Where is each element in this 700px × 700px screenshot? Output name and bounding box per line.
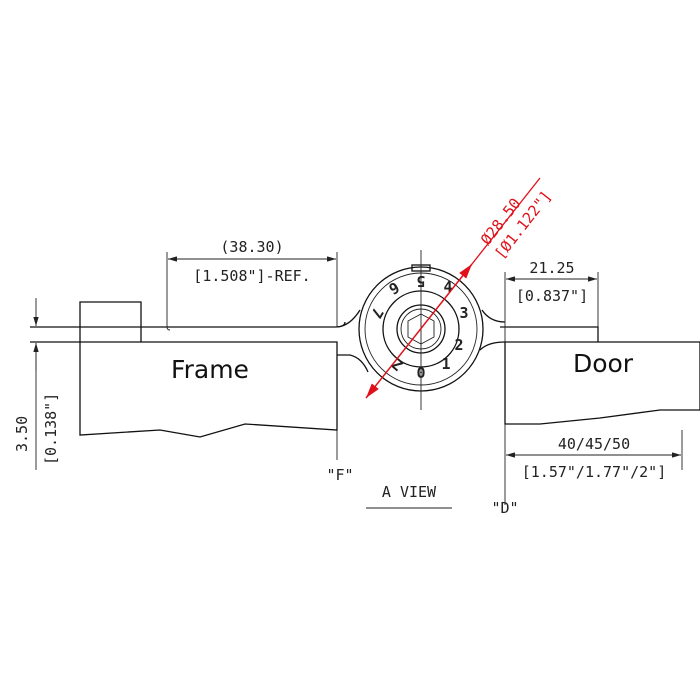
svg-text:(38.30): (38.30)	[220, 238, 283, 256]
svg-text:40/45/50: 40/45/50	[558, 435, 630, 453]
f-mark: "F"	[326, 466, 353, 484]
door-label: Door	[573, 349, 634, 378]
door-thickness-dimension: 40/45/50 [1.57"/1.77"/2"]	[504, 424, 683, 505]
svg-text:3: 3	[459, 304, 468, 322]
frame-section: Frame	[30, 301, 346, 438]
cam-lock: 0 1 2 3 4 5 6 7 Z	[336, 250, 506, 410]
d-mark: "D"	[491, 499, 518, 517]
svg-text:[1.508"]-REF.: [1.508"]-REF.	[193, 267, 310, 285]
door-offset-dimension: 21.25 [0.837"]	[504, 259, 599, 342]
plate-thickness-dimension: 3.50 [0.138"]	[13, 298, 60, 470]
view-label: A VIEW	[382, 483, 437, 501]
svg-text:[0.138"]: [0.138"]	[42, 393, 60, 465]
svg-text:3.50: 3.50	[13, 416, 31, 452]
svg-text:5: 5	[416, 272, 425, 290]
frame-label: Frame	[171, 355, 249, 384]
svg-text:2: 2	[454, 336, 463, 354]
svg-text:0: 0	[416, 364, 425, 382]
svg-text:21.25: 21.25	[529, 259, 574, 277]
svg-text:[1.57"/1.77"/2"]: [1.57"/1.77"/2"]	[522, 463, 667, 481]
svg-text:6: 6	[386, 278, 403, 298]
svg-text:[0.837"]: [0.837"]	[516, 287, 588, 305]
svg-text:7: 7	[367, 305, 387, 322]
frame-gap-dimension: (38.30) [1.508"]-REF.	[166, 238, 338, 327]
door-section: Door	[500, 326, 700, 425]
svg-text:1: 1	[441, 355, 450, 373]
